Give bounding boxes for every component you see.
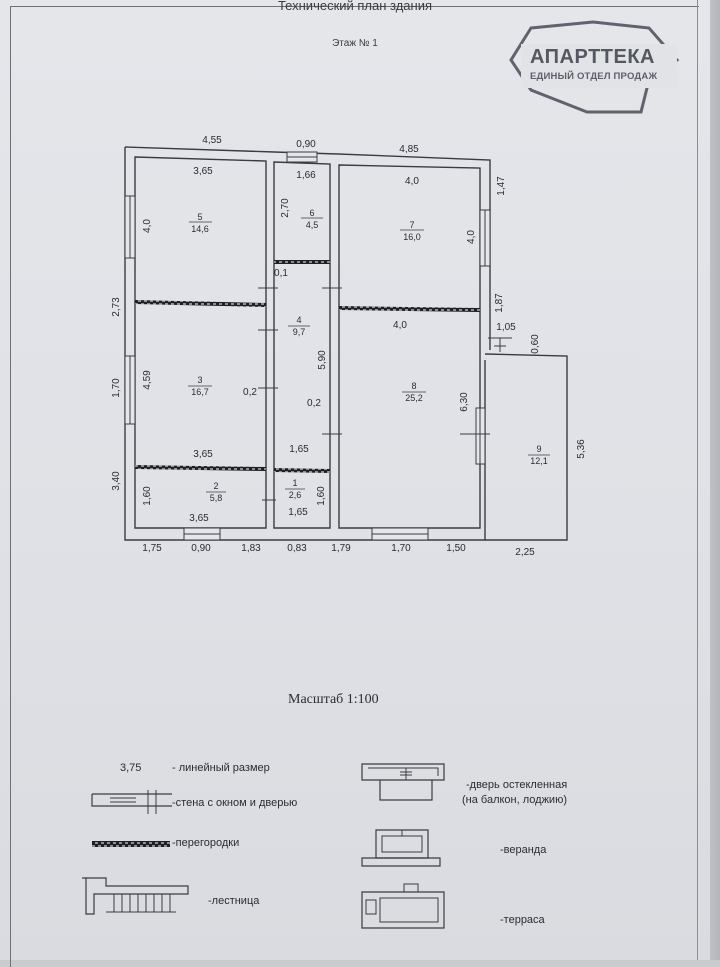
legend-linear-size: - линейный размер (172, 762, 270, 774)
room-2-area: 5,8 (210, 493, 223, 503)
frame-right-line (697, 0, 698, 960)
outer-dimensions: 4,55 0,90 4,85 1,75 0,90 1,83 0,83 1,79 … (111, 135, 587, 558)
dim-bottom-8: 2,25 (515, 547, 535, 558)
legend-glazed-door-symbol (361, 763, 445, 801)
partitions (134, 260, 481, 473)
dim-right-4: 0,60 (530, 334, 541, 354)
windows (124, 151, 491, 541)
room-4-area: 9,7 (293, 327, 306, 337)
outer-walls (124, 146, 568, 541)
legend-terrace-symbol (361, 883, 445, 929)
legend-stairs-symbol (82, 877, 189, 915)
dim-right-1: 1,47 (496, 176, 507, 196)
dim-left-3: 3,40 (111, 471, 122, 491)
room-6-area: 4,5 (306, 220, 319, 230)
dim-right-2: 1,87 (494, 293, 505, 313)
dim-r5-height: 4,0 (142, 219, 153, 233)
legend-stairs: -лестница (208, 895, 260, 907)
dim-top-2: 0,90 (296, 139, 316, 150)
dim-corridor-height: 5,90 (317, 350, 328, 370)
rooms-labels: 5 14,6 6 4,5 7 16,0 4 9,7 3 16,7 8 25,2 … (191, 208, 548, 503)
dim-r3-width: 3,65 (193, 449, 213, 460)
door-marks (258, 287, 512, 501)
dim-r3-height: 4,59 (142, 370, 153, 390)
page-edge (710, 0, 720, 960)
dim-r5-width: 3,65 (193, 166, 213, 177)
room-7-area: 16,0 (403, 232, 421, 242)
dim-bottom-2: 0,90 (191, 543, 211, 554)
room-area-lines (188, 217, 550, 493)
dim-r2-width: 3,65 (189, 513, 209, 524)
room-2-number: 2 (213, 481, 218, 491)
room-7-number: 7 (409, 220, 414, 230)
legend-sample-dim: 3,75 (120, 762, 142, 774)
logo-name: АПАРТТЕКА (530, 46, 655, 68)
dim-thickness-01: 0,1 (274, 268, 288, 279)
dim-r7-height: 4,0 (466, 230, 477, 244)
legend-veranda: -веранда (500, 844, 547, 856)
dim-bottom-6: 1,70 (391, 543, 411, 554)
dim-r1-height: 1,60 (316, 486, 327, 506)
room-9-number: 9 (536, 444, 541, 454)
legend-partition-symbol (92, 841, 170, 847)
legend-glazed-door: -дверь остекленная (466, 779, 568, 791)
room-3-area: 16,7 (191, 387, 209, 397)
dim-top-1: 4,55 (202, 135, 222, 146)
dim-r8-width: 4,0 (393, 320, 407, 331)
dim-corridor-width-1: 1,65 (289, 444, 309, 455)
plan-title: Технический план здания (277, 0, 433, 13)
dim-bottom-7: 1,50 (446, 543, 466, 554)
drawing-frame: Технический план здания Этаж № 1 (10, 0, 699, 967)
room-1-area: 2,6 (289, 490, 302, 500)
dim-bottom-4: 0,83 (287, 543, 307, 554)
logo-subtitle: ЕДИНЫЙ ОТДЕЛ ПРОДАЖ (530, 71, 658, 82)
dim-left-1: 2,73 (111, 297, 122, 317)
inner-dimensions: 3,65 4,0 4,59 3,65 1,60 3,65 1,66 2,70 5… (142, 166, 477, 524)
dim-left-2: 1,70 (111, 378, 122, 398)
dim-bottom-3: 1,83 (241, 543, 261, 554)
dim-top-3: 4,85 (399, 144, 419, 155)
floor-label: Этаж № 1 (332, 38, 378, 49)
room-8-area: 25,2 (405, 393, 423, 403)
room-9-area: 12,1 (530, 456, 548, 466)
apartteka-logo (509, 20, 680, 114)
legend-veranda-symbol (361, 829, 441, 867)
dim-bottom-5: 1,79 (331, 543, 351, 554)
room-4-number: 4 (296, 315, 301, 325)
legend-partitions: -перегородки (172, 837, 240, 849)
dim-right-5: 5,36 (576, 439, 587, 459)
room-5-number: 5 (197, 212, 202, 222)
dim-bottom-1: 1,75 (142, 543, 162, 554)
dim-right-3: 1,05 (496, 322, 516, 333)
legend-glazed-door-note: (на балкон, лоджию) (462, 794, 567, 806)
dim-r6-height: 2,70 (280, 198, 291, 218)
dim-r2-height: 1,60 (142, 486, 153, 506)
dim-r7-width: 4,0 (405, 176, 419, 187)
room-1-number: 1 (292, 478, 297, 488)
dim-r8-height: 6,30 (459, 392, 470, 412)
dim-thickness-02b: 0,2 (307, 398, 321, 409)
legend-terrace: -терраса (500, 914, 545, 926)
dim-thickness-02a: 0,2 (243, 387, 257, 398)
legend-wall-symbol (91, 790, 172, 814)
dim-r6-width: 1,66 (296, 170, 316, 181)
scale-label: Масштаб 1:100 (288, 692, 379, 707)
legend-wall: -стена с окном и дверью (172, 797, 298, 809)
room-3-number: 3 (197, 375, 202, 385)
room-5-area: 14,6 (191, 224, 209, 234)
room-6-number: 6 (309, 208, 314, 218)
dim-corridor-width-2: 1,65 (288, 507, 308, 518)
room-8-number: 8 (411, 381, 416, 391)
